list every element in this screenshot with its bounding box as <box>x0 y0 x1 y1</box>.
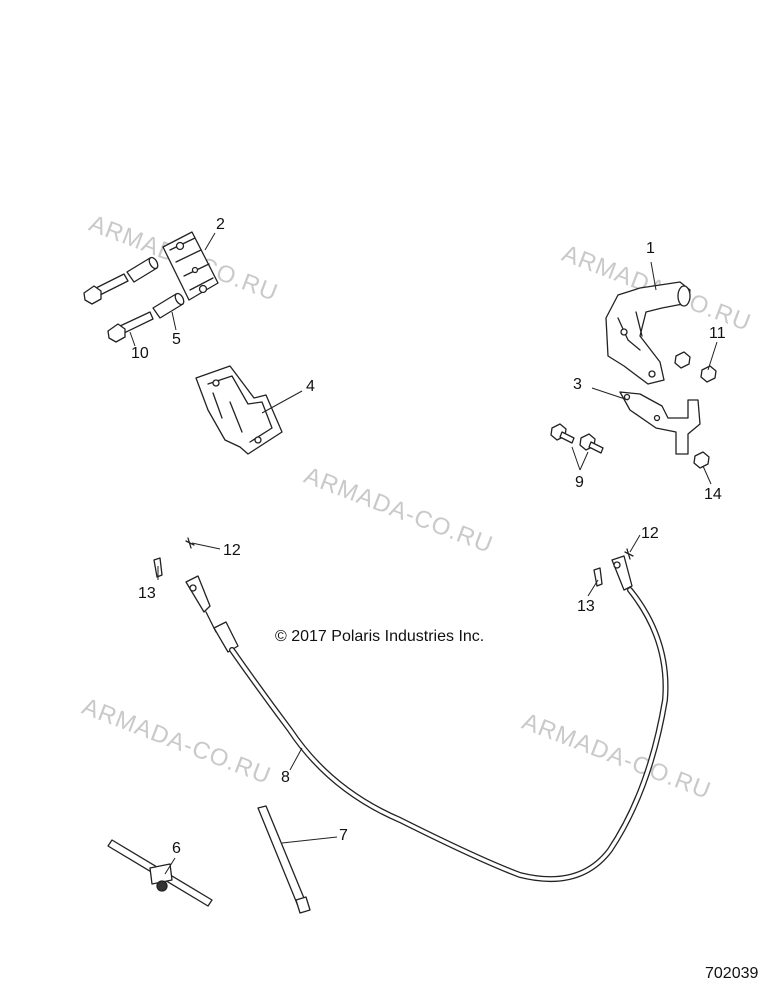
callout-8: 8 <box>281 769 290 786</box>
brake-cable-part-8 <box>185 555 633 653</box>
callout-14: 14 <box>704 486 722 503</box>
callout-2: 2 <box>216 216 225 233</box>
pin-part-13 <box>153 557 603 587</box>
callout-11: 11 <box>709 325 726 342</box>
callout-12b: 12 <box>641 525 659 542</box>
callout-10: 10 <box>131 345 149 362</box>
drawing-id: 702039 <box>705 965 759 982</box>
mount-bracket-part-2 <box>162 231 219 301</box>
callout-6: 6 <box>172 840 181 857</box>
callout-1: 1 <box>646 240 655 257</box>
brake-lever-part-1 <box>605 281 691 385</box>
callout-13b: 13 <box>577 598 595 615</box>
callout-12a: 12 <box>223 542 241 559</box>
spacer-part-5 <box>126 256 185 319</box>
callout-4: 4 <box>306 378 315 395</box>
bolt-part-10 <box>83 273 154 343</box>
cable-tie-part-7 <box>257 805 311 914</box>
bracket-part-3 <box>619 391 701 455</box>
callout-7: 7 <box>339 827 348 844</box>
callout-9: 9 <box>575 474 584 491</box>
bolt-part-14 <box>693 451 710 469</box>
nut-part-11 <box>674 351 717 383</box>
clip-part-12 <box>185 537 634 560</box>
cable-clip-part-6 <box>107 839 213 907</box>
bracket-part-4 <box>195 365 283 455</box>
bolt-part-9 <box>550 423 604 454</box>
copyright-text: © 2017 Polaris Industries Inc. <box>275 628 485 645</box>
callout-13a: 13 <box>138 585 156 602</box>
callout-5: 5 <box>172 331 181 348</box>
callout-3: 3 <box>573 376 582 393</box>
